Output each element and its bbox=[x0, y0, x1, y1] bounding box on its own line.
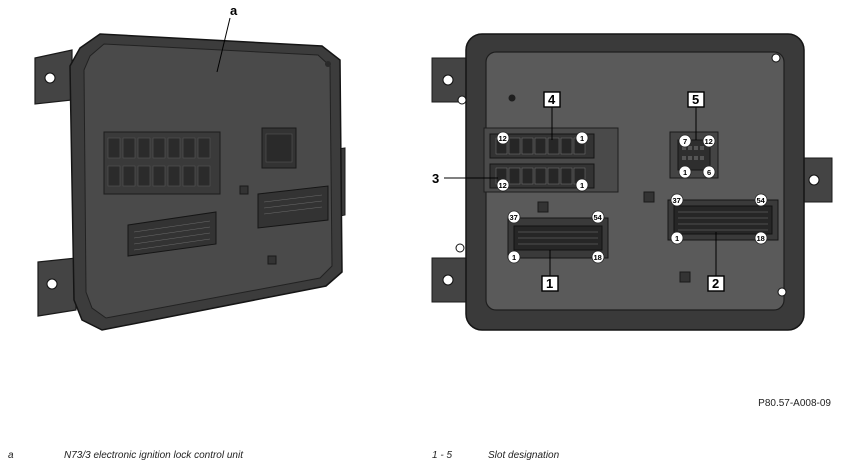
legend-key-slots: 1 - 5 bbox=[432, 450, 453, 461]
slot-1-box bbox=[541, 275, 559, 292]
pin-s2-1: 1 bbox=[675, 234, 679, 243]
legend-key-a: a bbox=[8, 450, 14, 461]
pin-s1-18: 18 bbox=[594, 253, 602, 262]
pin-s2-54: 54 bbox=[757, 196, 766, 205]
pin-s2-37: 37 bbox=[673, 196, 681, 205]
pin-s2-18: 18 bbox=[757, 234, 765, 243]
pin-s1-37: 37 bbox=[510, 213, 518, 222]
legend-text-a: N73/3 electronic ignition lock control u… bbox=[64, 450, 243, 461]
pin-markers: 12 1 12 1 7 12 1 6 37 54 1 18 37 54 1 18 bbox=[496, 131, 768, 264]
pin-s1-54: 54 bbox=[594, 213, 603, 222]
slot-3-label: 3 bbox=[432, 171, 439, 186]
callout-a-label: a bbox=[230, 3, 238, 18]
slot-4-label: 4 bbox=[548, 92, 556, 107]
housing-perspective-view bbox=[34, 33, 346, 331]
pin-s4-12: 12 bbox=[499, 134, 507, 143]
housing-back-view bbox=[431, 33, 833, 331]
slot-callouts: 4 3 5 1 2 bbox=[432, 91, 725, 292]
pin-s1-1: 1 bbox=[512, 253, 516, 262]
pin-s5-1: 1 bbox=[683, 168, 687, 177]
slot-2-label: 2 bbox=[712, 276, 719, 291]
slot-2-box bbox=[707, 275, 725, 292]
pin-s5-6: 6 bbox=[707, 168, 711, 177]
slot-1-label: 1 bbox=[546, 276, 553, 291]
slot-4-box bbox=[543, 91, 561, 108]
legend-text-slots: Slot designation bbox=[488, 450, 560, 461]
pin-s4-1: 1 bbox=[580, 134, 584, 143]
pin-s5-12: 12 bbox=[705, 137, 713, 146]
slot-5-box bbox=[687, 91, 705, 108]
callout-a: a bbox=[216, 3, 238, 73]
slot-5-label: 5 bbox=[692, 92, 699, 107]
figure-reference-code: P80.57-A008-09 bbox=[758, 398, 831, 409]
pin-s5-7: 7 bbox=[683, 137, 687, 146]
pin-s3-12: 12 bbox=[499, 181, 507, 190]
pin-s3-1: 1 bbox=[580, 181, 584, 190]
